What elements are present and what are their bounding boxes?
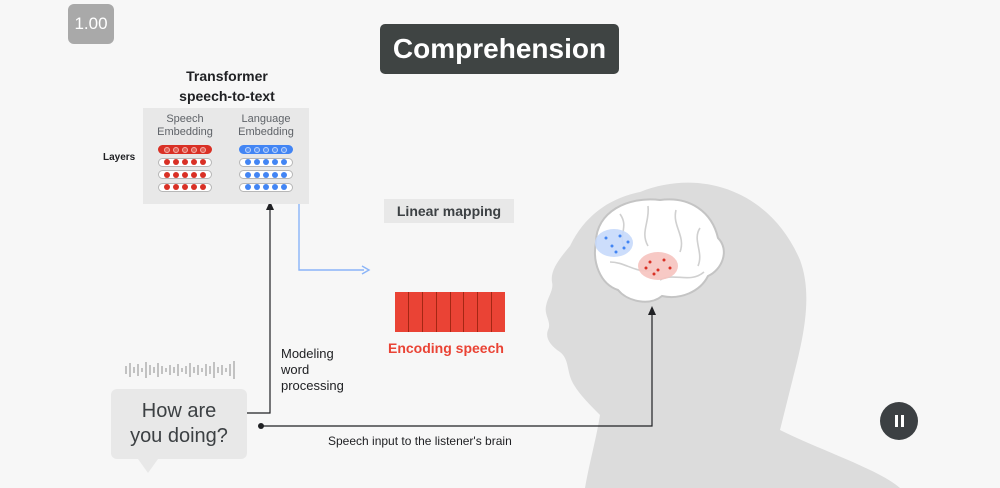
waveform-icon xyxy=(125,361,235,379)
speech-layer xyxy=(158,145,212,154)
language-layer xyxy=(239,145,293,154)
modeling-arrow xyxy=(243,205,271,414)
encoding-cell xyxy=(395,292,409,332)
encoding-cell xyxy=(464,292,479,332)
language-layer xyxy=(239,157,293,167)
brain-outline xyxy=(594,198,725,303)
encoding-cell xyxy=(478,292,493,332)
encoding-cell xyxy=(450,292,465,332)
modeling-label-line3: processing xyxy=(281,378,344,393)
speech-layer xyxy=(158,182,212,192)
speech-bubble-tail xyxy=(138,459,158,473)
transformer-title-line2: speech-to-text xyxy=(179,88,275,104)
modeling-label: Modeling word processing xyxy=(281,346,344,394)
speech-embedding-label-line1: Speech xyxy=(166,113,204,125)
encoding-cell xyxy=(436,292,451,332)
language-embedding-label-line1: Language xyxy=(241,113,291,125)
speech-bubble: How are you doing? xyxy=(111,389,247,459)
speech-input-arrow xyxy=(261,310,653,427)
encoding-bar xyxy=(395,292,505,332)
transformer-title-line1: Transformer xyxy=(186,68,268,84)
language-embedding-label-line2: Embedding xyxy=(238,126,294,138)
language-layer xyxy=(239,170,293,180)
speech-embedding-label: Speech Embedding xyxy=(150,113,220,139)
pause-button[interactable] xyxy=(880,402,918,440)
encoding-cell xyxy=(408,292,423,332)
encoding-cell xyxy=(492,292,505,332)
speech-bubble-line2: you doing? xyxy=(130,425,228,447)
speech-embedding-label-line2: Embedding xyxy=(157,126,213,138)
speech-layer xyxy=(158,170,212,180)
page-title: Comprehension xyxy=(380,24,619,74)
encoding-cell xyxy=(422,292,437,332)
modeling-label-line2: word xyxy=(281,362,310,377)
layers-label: Layers xyxy=(103,152,136,163)
linear-mapping-label: Linear mapping xyxy=(384,199,514,223)
language-layer xyxy=(239,182,293,192)
playback-speed-badge[interactable]: 1.00 xyxy=(68,4,114,44)
language-embedding-label: Language Embedding xyxy=(231,113,301,139)
speech-layer-stack xyxy=(158,145,212,195)
pause-icon xyxy=(893,415,905,427)
encoding-speech-label: Encoding speech xyxy=(388,340,504,356)
speech-bubble-line1: How are xyxy=(141,400,217,422)
speech-input-label: Speech input to the listener's brain xyxy=(328,434,512,448)
language-layer-stack xyxy=(239,145,293,195)
modeling-label-line1: Modeling xyxy=(281,346,334,361)
speech-layer xyxy=(158,157,212,167)
transformer-title: Transformer speech-to-text xyxy=(145,66,309,106)
